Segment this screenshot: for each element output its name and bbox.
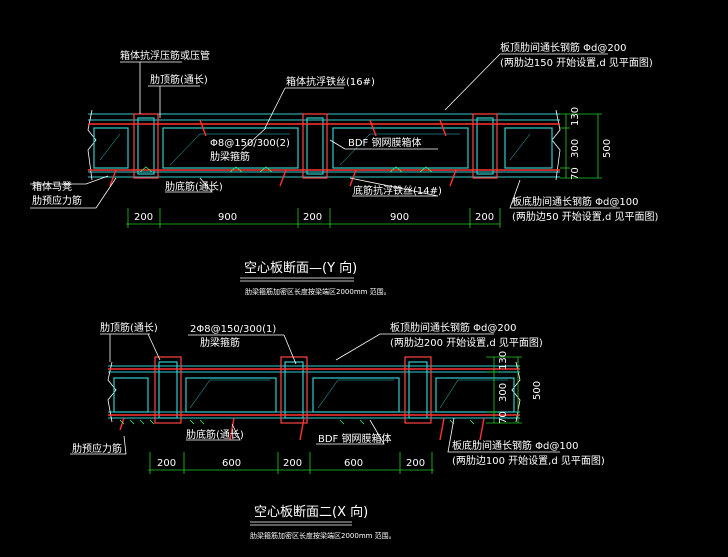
section-1-note: 肋梁箍筋加密区长度按梁端区2000mm 范围。 — [245, 287, 391, 296]
section-1-label-bottom-slab-rebar: 板底肋间通长钢筋 Φd@100 — [512, 195, 638, 208]
section-1-label-top-rib-bar: 肋顶筋(通长) — [150, 73, 208, 86]
section-2-cells — [113, 377, 515, 413]
section-2-dim-h-2: 600 — [222, 458, 241, 469]
section-1-dim-h-1: 200 — [134, 212, 153, 223]
section-1-dim-h-5: 200 — [475, 212, 494, 223]
section-1-label-stirrup: Φ8@150/300(2) — [210, 138, 290, 149]
section-1-dim-total: 500 — [602, 139, 613, 158]
section-1-leaders — [30, 53, 620, 209]
section-1-labels: 箱体抗浮压筋或压管 肋顶筋(通长) 箱体抗浮铁丝(16#) Φ8@150/300… — [32, 41, 659, 223]
section-1-dim-h-4: 900 — [390, 212, 409, 223]
section-2-dim-v-3: 70 — [498, 411, 509, 424]
section-2-dim-v-1: 130 — [498, 351, 509, 370]
section-2-label-top-rib-bar: 肋顶筋(通长) — [100, 321, 158, 334]
section-2-label-bottom-rib-bar: 肋底筋(通长) — [186, 428, 244, 441]
section-2-label-bdf-box: BDF 钢网膜箱体 — [318, 432, 392, 445]
section-2-ribs — [154, 356, 432, 424]
section-2-dim-h-4: 600 — [344, 458, 363, 469]
section-1-dim-h-2: 900 — [218, 212, 237, 223]
section-1: 130 300 70 500 200 900 200 900 200 — [30, 41, 659, 296]
section-1-rebar — [88, 119, 560, 187]
section-1-label-top-slab-rebar-note: (两肋边150 开始设置,d 见平面图) — [500, 56, 653, 69]
section-1-dim-v-3: 70 — [570, 167, 581, 180]
section-2-note: 肋梁箍筋加密区长度按梁端区2000mm 范围。 — [250, 531, 396, 540]
section-2-dims-h: 200 600 200 600 200 — [148, 452, 434, 474]
section-1-dim-h-3: 200 — [303, 212, 322, 223]
section-2-dim-h-5: 200 — [406, 458, 425, 469]
section-2-label-bottom-slab-rebar-note: (两肋边100 开始设置,d 见平面图) — [452, 454, 605, 467]
section-1-cells — [93, 127, 553, 169]
section-2: 130 300 70 500 200 600 200 600 200 — [70, 321, 605, 540]
section-1-dims-v: 130 300 70 500 — [560, 107, 613, 180]
section-2-label-bottom-slab-rebar: 板底肋间通长钢筋 Φd@100 — [452, 439, 578, 452]
section-2-dims-v: 130 300 70 500 — [486, 351, 543, 424]
section-1-dim-v-2: 300 — [570, 139, 581, 158]
section-2-title: 空心板断面二(X 向) — [254, 504, 368, 520]
section-2-label-stirrup: 2Φ8@150/300(1) — [190, 324, 276, 335]
section-1-label-anti-float-wire-bottom: 底筋抗浮铁丝(14#) — [353, 184, 442, 197]
section-2-label-top-slab-rebar-note: (两肋边200 开始设置,d 见平面图) — [390, 336, 543, 349]
section-1-label-anti-float-pipe: 箱体抗浮压筋或压管 — [120, 49, 210, 62]
section-1-title: 空心板断面—(Y 向) — [244, 260, 357, 276]
section-1-dims-h: 200 900 200 900 200 — [126, 208, 501, 228]
section-1-ribs — [133, 113, 498, 179]
section-2-dim-h-1: 200 — [157, 458, 176, 469]
section-1-label-box-stool: 箱体马凳 — [32, 180, 72, 193]
section-1-label-prestress: 肋预应力筋 — [32, 194, 82, 207]
section-2-label-top-slab-rebar: 板顶肋间通长钢筋 Φd@200 — [390, 321, 516, 334]
section-2-label-prestress: 肋预应力筋 — [72, 442, 122, 455]
section-2-leaders — [70, 333, 560, 455]
section-1-label-bottom-rib-bar: 肋底筋(通长) — [165, 180, 223, 193]
section-1-label-bdf-box: BDF 钢网膜箱体 — [348, 136, 422, 149]
section-1-label-rib-stirrup: 肋梁箍筋 — [210, 150, 250, 163]
section-1-label-anti-float-wire: 箱体抗浮铁丝(16#) — [286, 75, 375, 88]
section-2-label-rib-stirrup: 肋梁箍筋 — [200, 336, 240, 349]
section-1-label-top-slab-rebar: 板顶肋间通长钢筋 Φd@200 — [500, 41, 626, 54]
section-2-rebar — [108, 368, 520, 441]
section-2-dim-total: 500 — [532, 381, 543, 400]
section-2-slab — [107, 361, 521, 423]
section-1-dim-v-1: 130 — [570, 107, 581, 126]
section-2-dim-v-2: 300 — [498, 383, 509, 402]
section-1-label-bottom-slab-rebar-note: (两肋边50 开始设置,d 见平面图) — [512, 210, 659, 223]
section-2-dim-h-3: 200 — [283, 458, 302, 469]
section-2-labels: 肋顶筋(通长) 2Φ8@150/300(1) 肋梁箍筋 板顶肋间通长钢筋 Φd@… — [72, 321, 605, 467]
